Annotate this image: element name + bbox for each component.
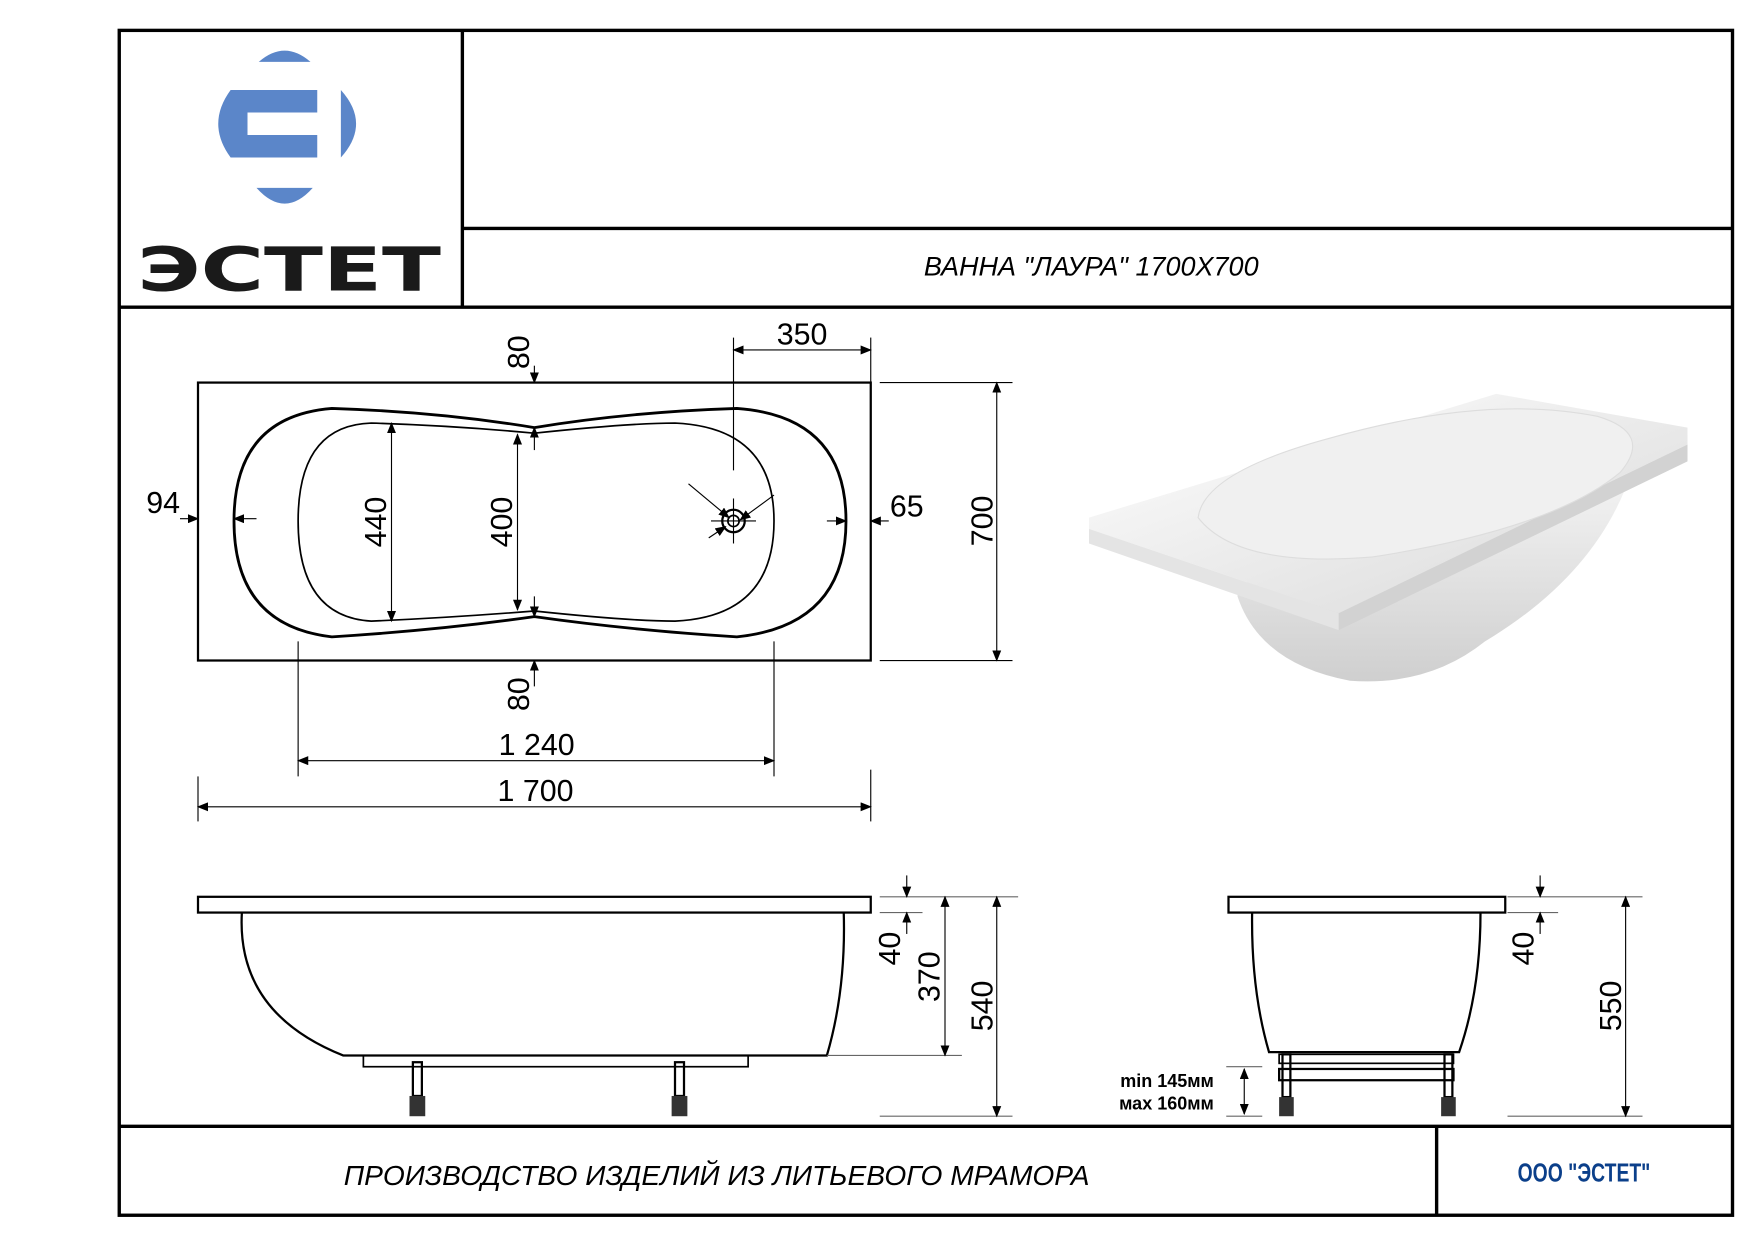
dim-height: 540 (966, 981, 999, 1032)
dim-left-rim: 94 (146, 487, 180, 520)
dim-length: 1 700 (498, 775, 574, 808)
product-title: ВАННА "ЛАУРА" 1700Х700 (924, 252, 1259, 282)
bowl-inner-outline (297, 422, 775, 622)
dim-rim-top: 80 (503, 335, 536, 369)
top-view: 350 80 80 440 400 94 65 700 1 240 1 700 (146, 318, 1013, 822)
logo-bottom-triangle (256, 187, 313, 204)
brand-name: ЭСТЕТ (137, 235, 442, 305)
dim-inner-width-mid: 400 (486, 497, 519, 548)
side-view: 40 370 540 (196, 875, 1019, 1118)
logo-right-arrow (340, 90, 357, 158)
dim-inner-width-left: 440 (360, 497, 393, 548)
dim-rim-thickness: 40 (874, 932, 907, 966)
dim-depth: 370 (913, 951, 946, 1002)
dim-width: 700 (966, 496, 999, 547)
leg-icon (1279, 1053, 1294, 1117)
dim-inner-length: 1 240 (499, 729, 575, 762)
title-block-frame (117, 28, 1735, 1217)
dim-rim-bottom: 80 (503, 677, 536, 711)
bowl-outer-outline (232, 407, 848, 639)
brand-logo: ЭСТЕТ (137, 50, 442, 305)
dim-end-rim-thickness: 40 (1507, 932, 1540, 966)
dim-end-height: 550 (1595, 981, 1628, 1032)
end-view: 40 550 min 145мм мах 160мм (1119, 875, 1643, 1118)
logo-top-triangle (258, 50, 311, 62)
logo-c-mark (218, 90, 318, 158)
leg-icon (1441, 1053, 1456, 1117)
leg-icon (409, 1061, 426, 1117)
leg-min-height: min 145мм (1120, 1071, 1214, 1091)
leg-icon (671, 1061, 688, 1117)
dim-right-rim: 65 (890, 490, 924, 523)
bathtub-3d-render (1089, 393, 1688, 682)
production-description: ПРОИЗВОДСТВО ИЗДЕЛИЙ ИЗ ЛИТЬЕВОГО МРАМОР… (344, 1159, 1090, 1191)
dim-drain-offset: 350 (777, 318, 828, 351)
company-name: ООО "ЭСТЕТ" (1518, 1159, 1651, 1187)
leg-max-height: мах 160мм (1119, 1093, 1214, 1113)
